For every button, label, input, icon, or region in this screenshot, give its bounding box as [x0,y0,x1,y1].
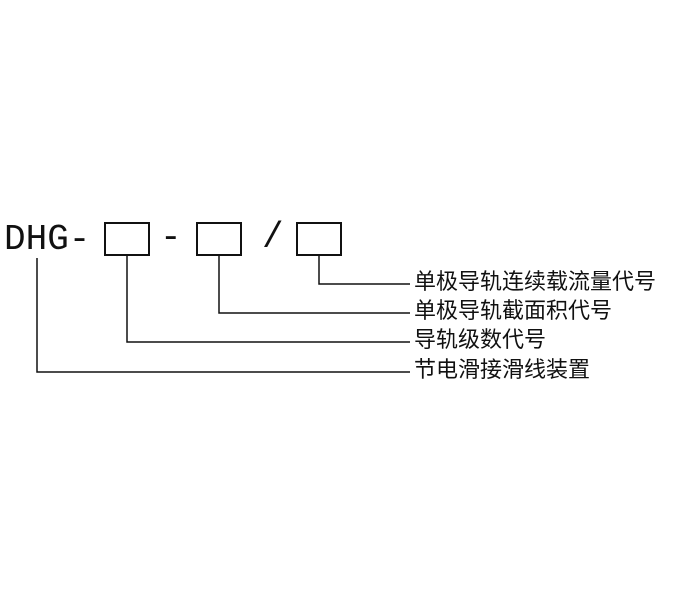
label-pole-count-code: 导轨级数代号 [414,328,547,353]
code-dash-separator: - [160,217,182,258]
rated-current-box [296,222,342,256]
leader-line-device-name [36,258,410,373]
label-cross-section-code: 单极导轨截面积代号 [414,299,613,324]
label-rated-current-code: 单极导轨连续载流量代号 [414,270,657,295]
pole-count-box [104,222,150,256]
leader-line-cross-section [218,256,410,314]
label-device-name: 节电滑接滑线装置 [414,358,591,383]
leader-line-rated-current [318,256,410,285]
leader-line-pole-count [126,256,410,343]
code-prefix: DHG- [4,219,91,260]
cross-section-box [196,222,242,256]
code-slash-separator: / [262,217,284,258]
